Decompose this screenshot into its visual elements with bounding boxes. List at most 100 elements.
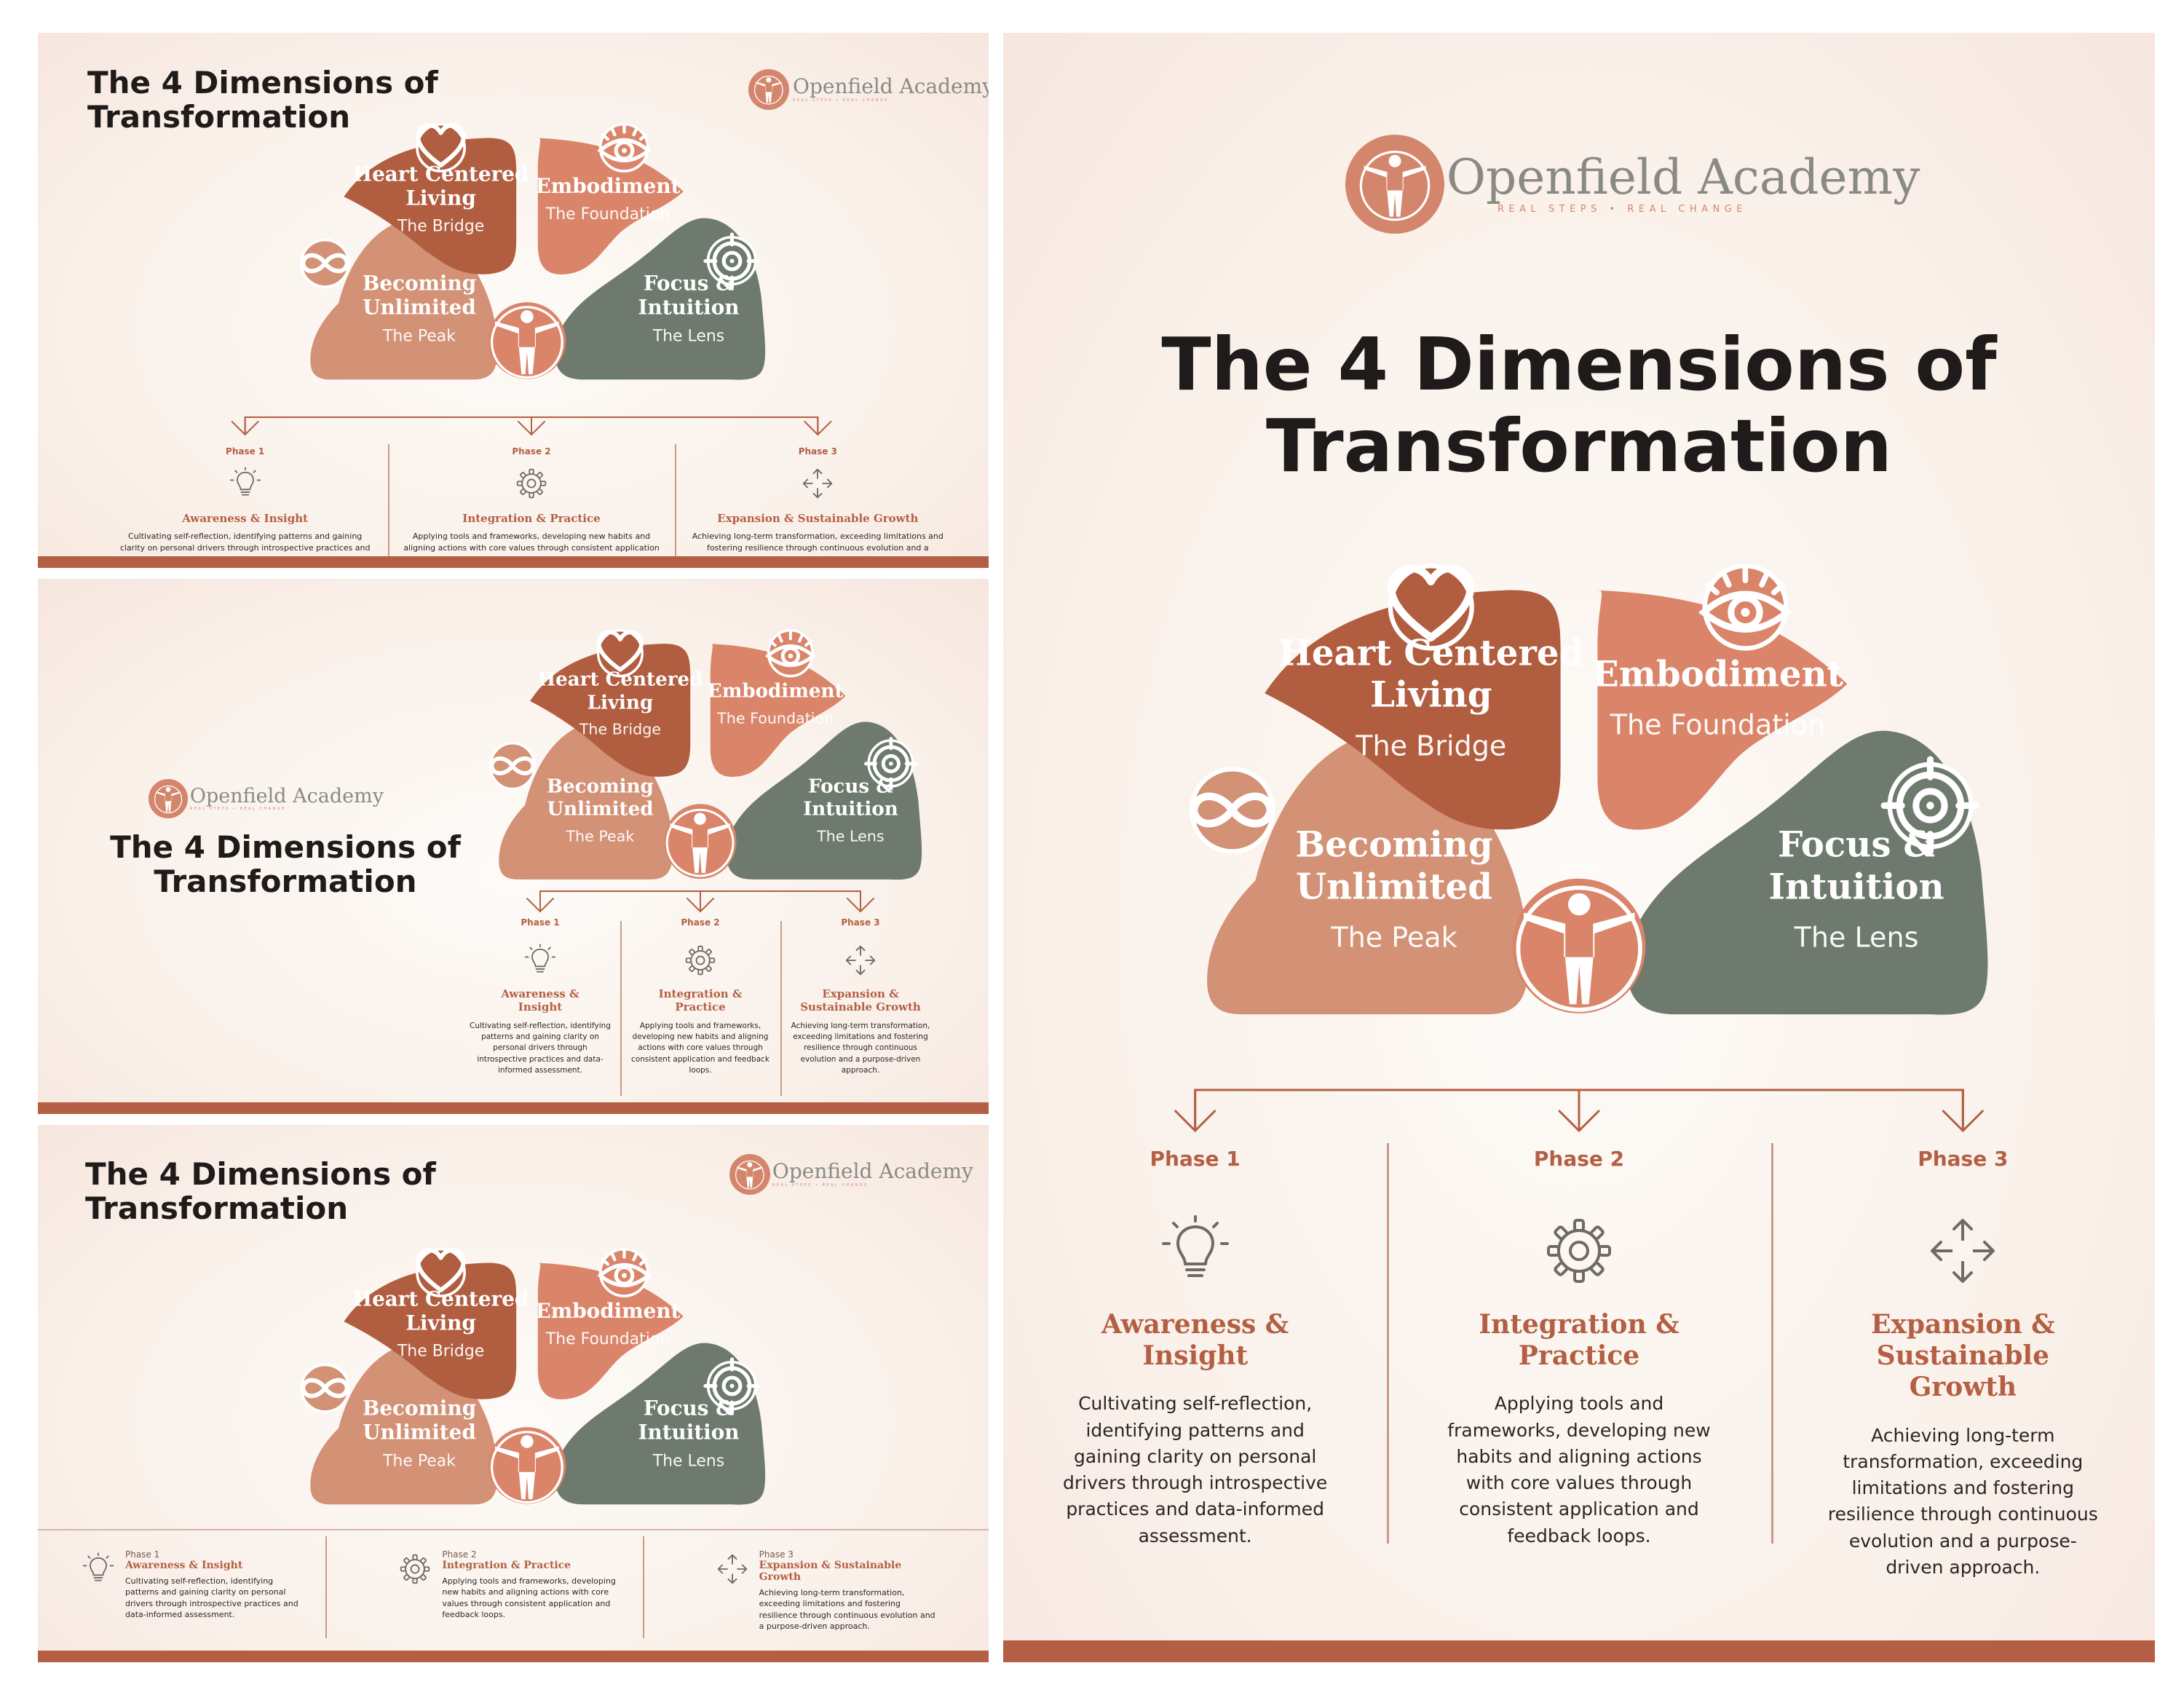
phase-1: Phase 1 Awareness & Insight Cultivating … [467,917,613,1076]
heart-icon [596,630,644,672]
logo: Openfield Academy REAL STEPS • REAL CHAN… [1345,135,1920,234]
center-figure-badge [488,1427,566,1504]
gear-icon [1546,1219,1611,1283]
phase-2: Phase 2 Integration & Practice Applying … [628,917,773,1076]
dimension-foundation-subtitle: The Foundation [1610,708,1826,741]
dimension-bridge-title: Heart Centered Living [352,1287,529,1335]
phases: Phase 1 Awareness & Insight Cultivating … [102,390,961,568]
expand-arrows-icon [1931,1219,1995,1283]
logo-tagline: REAL STEPS • REAL CHANGE [772,1182,869,1188]
logo-name: Openfield Academy [1446,149,1920,205]
dimension-bridge-shape [344,138,517,274]
gear-icon [685,945,716,976]
dimension-lens-title: Focus & Intuition [1768,824,1944,908]
dimension-bridge-title: Heart Centered Living [352,162,529,210]
logo: Openfield Academy REAL STEPS • REAL CHAN… [149,779,384,818]
dimension-peak-subtitle: The Peak [566,827,635,845]
phase-label: Phase 1 [1150,1147,1241,1171]
dimension-foundation-title: Embodiment [535,1299,681,1324]
phase-label: Phase 3 [841,917,880,928]
dimension-bridge-title: Heart Centered Living [537,668,703,714]
slide-3: The 4 Dimensions of Transformation Openf… [38,1125,989,1662]
logo: Openfield Academy REAL STEPS • REAL CHAN… [748,69,989,110]
center-figure [487,301,567,381]
phase-title: Awareness & Insight [1101,1309,1289,1372]
dimension-bridge-title: Heart Centered Living [1278,633,1584,716]
phase-label: Phase 3 [798,446,837,457]
bottom-bar [38,556,989,568]
center-figure [1510,877,1649,1016]
gear-icon [516,468,547,499]
phase-title: Expansion & Sustainable Growth [717,512,919,525]
phase-3: Phase 3 Expansion & Sustainable Growth A… [716,1549,938,1632]
dimension-foundation-shape [537,138,684,274]
dimension-lens-subtitle: The Lens [652,327,725,346]
expand-arrows-icon [803,468,833,499]
dimension-lens-title: Focus & Intuition [638,1396,740,1445]
phase-1: Phase 1 Awareness & Insight Cultivating … [116,446,373,566]
logo-tagline: REAL STEPS • REAL CHANGE [189,807,286,812]
logo-mark-icon [149,779,188,818]
slide-title: The 4 Dimensions of Transformation [85,1156,436,1227]
dimension-foundation-subtitle: The Foundation [545,205,670,224]
phase-label: Phase 1 [125,1549,160,1560]
dimension-bridge-subtitle: The Bridge [579,721,661,739]
dimension-foundation-shape [710,644,846,777]
dimension-peak-title: Becoming Unlimited [362,271,477,320]
phase-description: Cultivating self-reflection, identifying… [1063,1393,1328,1546]
phase-label: Phase 1 [226,446,265,457]
dimension-bridge-subtitle: The Bridge [1356,730,1507,762]
phase-title: Awareness & Insight [182,512,309,525]
target-icon [1880,756,1980,856]
dimension-bridge-icon-wrap [590,623,650,683]
dimension-bridge-icon-badge [416,122,467,173]
center-figure [662,804,737,879]
dimension-bridge-shape [530,644,691,777]
phase-title: Expansion & Sustainable Growth [800,987,921,1014]
logo-mark-icon [1345,135,1444,234]
eye-icon [597,1248,652,1288]
phase-divider [388,444,390,568]
human-figure-icon [735,1160,764,1190]
dimension-peak-icon-wrap [293,232,357,295]
phase-3: Phase 3 Expansion & Sustainable Growth A… [788,917,933,1076]
logo-name: Openfield Academy [772,1159,973,1184]
dimension-lens-title: Focus & Intuition [803,775,898,821]
expand-arrows-icon [717,1554,747,1584]
phase-title: Awareness & Insight [501,987,579,1014]
dimension-lens-icon-wrap [700,1354,764,1418]
phase-connector [231,416,832,436]
human-figure-icon [666,808,735,877]
phase-description: Applying tools and frameworks, developin… [442,1576,616,1620]
logo-name: Openfield Academy [189,784,384,807]
phase-2: Phase 2 Integration & Practice Applying … [398,1549,620,1621]
phase-3: Phase 3 Expansion & Sustainable Growth A… [689,446,946,566]
logo-name: Openfield Academy [793,74,989,99]
bottom-bar [1003,1640,2155,1662]
eye-icon [597,123,652,163]
slide-4: Openfield Academy REAL STEPS • REAL CHAN… [1003,33,2155,1662]
phase-description: Achieving long-term transformation, exce… [1827,1424,2098,1578]
logo-mark-icon [748,69,789,110]
center-figure-badge [1512,878,1646,1014]
center-figure-badge [488,302,566,379]
phase-connector [526,890,874,913]
human-figure-icon [1516,885,1642,1012]
phases: Phase 1 Awareness & Insight Cultivating … [460,881,941,1099]
phase-description: Achieving long-term transformation, exce… [791,1022,930,1075]
phase-divider [642,1536,644,1638]
dimension-foundation-shape [537,1263,684,1399]
center-figure [487,1426,567,1506]
target-icon [863,736,918,791]
eye-icon [764,630,816,668]
phase-divider [1770,1143,1773,1544]
bottom-bar [38,1102,989,1114]
dimension-bridge-subtitle: The Bridge [397,217,485,236]
phase-connector [1174,1088,1984,1133]
